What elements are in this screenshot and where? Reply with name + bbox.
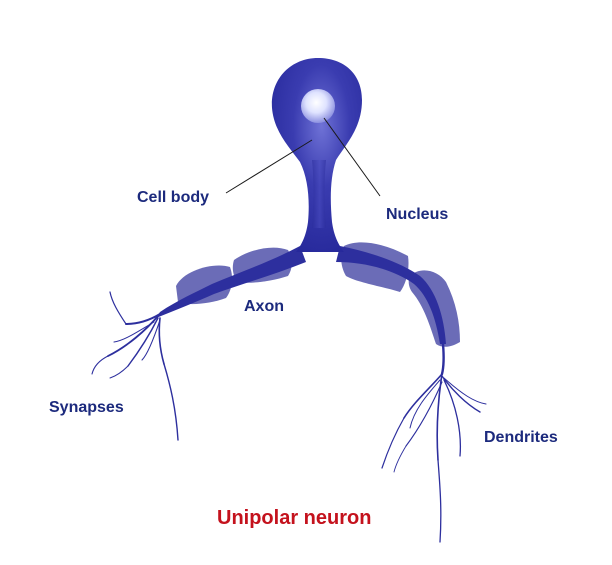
stem-highlight	[312, 160, 326, 228]
axon	[156, 246, 446, 344]
cell-body-shape	[271, 58, 362, 252]
dendrite-branches	[381, 342, 487, 543]
cell-body-leader	[225, 139, 313, 194]
leader-lines	[225, 117, 381, 197]
nucleus	[301, 89, 335, 123]
axon-label: Axon	[244, 298, 284, 315]
myelin-sheath-1	[176, 265, 233, 305]
synapse-branches	[91, 291, 179, 441]
axon-right-branch	[336, 246, 446, 344]
myelin-sheaths	[176, 242, 460, 347]
diagram-title: Unipolar neuron	[217, 507, 372, 529]
cell-body-label: Cell body	[137, 189, 210, 206]
nucleus-leader	[323, 117, 381, 197]
nucleus-label: Nucleus	[386, 206, 449, 223]
axon-left-branch	[156, 246, 306, 318]
synapses-label: Synapses	[49, 399, 124, 416]
dendrites-label: Dendrites	[484, 429, 558, 446]
cell-body	[271, 58, 362, 252]
